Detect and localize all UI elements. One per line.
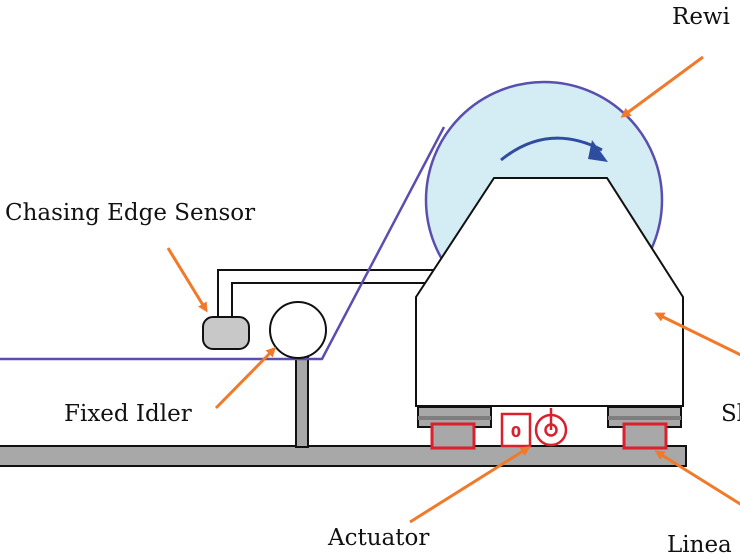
fixed-idler-roller xyxy=(269,301,327,359)
callout-arrow-slide xyxy=(654,312,740,357)
callout-arrow-rewind xyxy=(620,55,704,118)
web-line xyxy=(0,126,446,361)
clockwise-arrow-icon xyxy=(500,136,608,162)
actuator-box-text: 0 xyxy=(511,423,521,441)
label-actuator: Actuator xyxy=(327,525,429,551)
left-linear-bearing xyxy=(417,406,492,450)
label-fixed-idler: Fixed Idler xyxy=(64,401,192,427)
callout-arrow-idler xyxy=(214,346,277,410)
edge-sensor-head xyxy=(202,316,250,350)
callout-arrow-sensor xyxy=(166,247,208,313)
callout-arrow-actuator xyxy=(409,446,531,524)
actuator-box xyxy=(500,412,532,448)
label-slide: Sl xyxy=(721,401,740,427)
callout-arrow-linear xyxy=(654,450,740,506)
label-rewind: Rewi xyxy=(672,4,730,30)
label-linear: Linea xyxy=(667,532,732,558)
label-chasing-edge-sensor: Chasing Edge Sensor xyxy=(5,200,255,226)
slide-carriage xyxy=(415,177,684,407)
sensor-arm xyxy=(217,269,434,319)
right-linear-bearing xyxy=(607,406,682,450)
base-rail xyxy=(0,445,687,467)
actuator: 0 xyxy=(500,408,568,448)
